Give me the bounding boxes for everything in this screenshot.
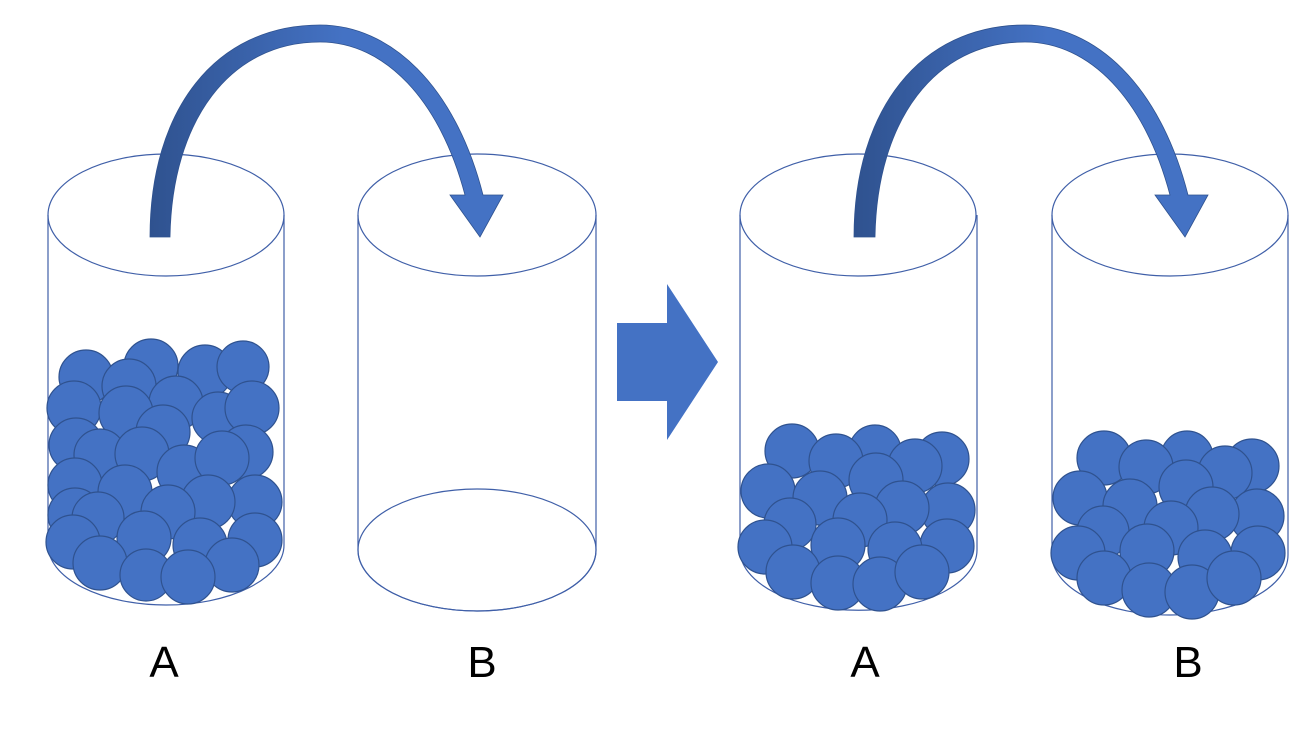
block-arrow-right-icon — [617, 284, 718, 440]
ball-pile-a-after — [737, 423, 976, 612]
ball — [1206, 550, 1262, 606]
cylinder-a-before — [45, 153, 285, 606]
ball — [894, 544, 950, 600]
ball — [160, 549, 216, 605]
ball-pile-a-before — [45, 338, 283, 605]
label-b-before: B — [467, 638, 497, 687]
label-a-before: A — [149, 638, 179, 687]
panel-before — [45, 24, 597, 612]
label-a-after: A — [850, 638, 880, 687]
ball — [72, 535, 128, 591]
cylinder-b-before — [357, 153, 597, 612]
panel-after — [737, 24, 1289, 620]
label-b-after: B — [1173, 638, 1203, 687]
cylinder-a-after — [737, 153, 978, 612]
curved-arrow-icon — [853, 24, 1209, 238]
curved-arrow-icon — [149, 24, 504, 238]
cylinder-b-after — [1050, 153, 1289, 620]
ball-pile-b-after — [1050, 430, 1286, 620]
